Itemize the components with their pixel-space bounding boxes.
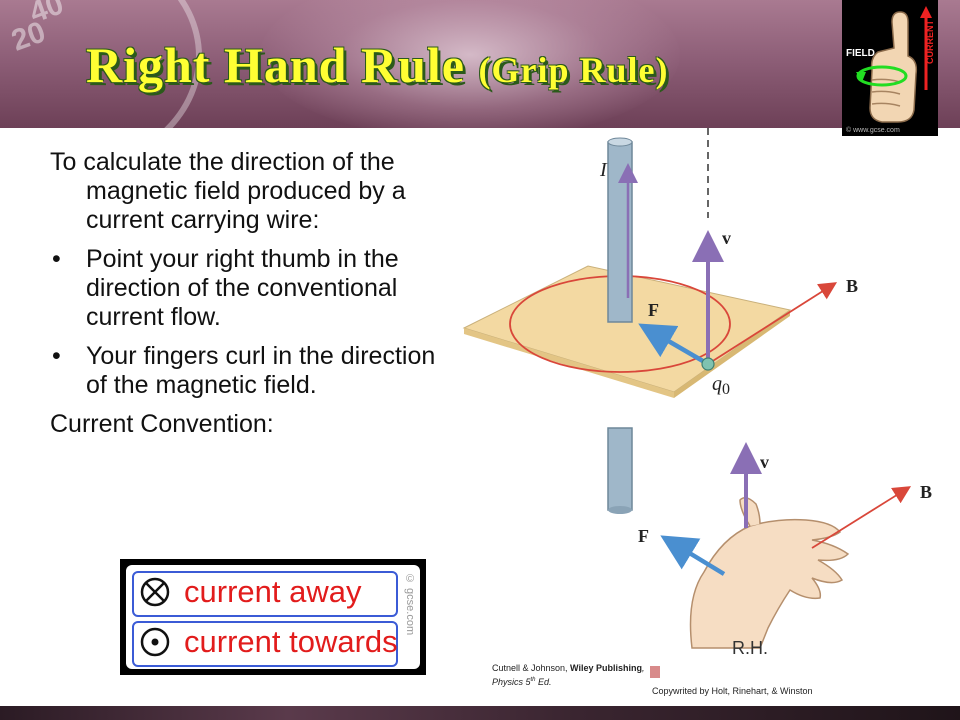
bullet-item: • Your fingers curl in the direction of t… xyxy=(50,342,460,400)
bullet-item: • Point your right thumb in the direction… xyxy=(50,245,460,332)
diagram-svg: I v B F q0 v B F R.H. xyxy=(462,128,932,678)
field-arrow xyxy=(707,282,838,365)
right-hand-shape xyxy=(689,518,850,649)
legend-row-towards: current towards xyxy=(140,622,398,662)
current-label: I xyxy=(599,159,608,181)
thumb-copyright: © www.gcse.com xyxy=(846,126,900,134)
velocity-label: v xyxy=(722,228,731,248)
wire-top-end xyxy=(607,137,633,147)
force-label: F xyxy=(648,300,659,320)
credit-left: Cutnell & Johnson, Wiley Publishing, Phy… xyxy=(492,663,645,687)
hand-caption: R.H. xyxy=(732,638,768,658)
dot-circle-icon xyxy=(140,627,170,657)
force-arrow xyxy=(638,323,710,366)
convention-heading: Current Convention: xyxy=(50,410,274,438)
bullet-text: Your fingers curl in the direction of th… xyxy=(86,342,436,399)
current-convention-legend: current away current towards © gcse.com xyxy=(120,559,426,675)
legend-towards-label: current towards xyxy=(184,624,398,659)
publisher-logo-icon xyxy=(650,666,660,678)
plane-edge-left xyxy=(464,328,674,398)
slide-title: Right Hand Rule (Grip Rule) xyxy=(86,36,668,94)
wire-lower xyxy=(607,427,633,511)
plane-edge-right xyxy=(674,310,790,398)
cross-circle-icon xyxy=(140,577,170,607)
wire-lower-end xyxy=(608,506,632,514)
thumb-current-label: CURRENT xyxy=(925,19,935,64)
bullet-dot: • xyxy=(52,342,61,370)
header-glow xyxy=(260,0,680,128)
charge-particle xyxy=(701,357,715,371)
header-banner: 20 40 Right Hand Rule (Grip Rule) xyxy=(0,0,960,128)
body-text: To calculate the direction of the magnet… xyxy=(50,148,460,449)
hand-field-label: B xyxy=(920,482,932,502)
header-dial xyxy=(0,0,202,128)
footer-strip xyxy=(0,706,960,720)
hand-force-arrow xyxy=(660,535,726,576)
title-main: Right Hand Rule xyxy=(86,37,465,93)
legend-row-away: current away xyxy=(140,572,361,612)
hand-velocity-label: v xyxy=(760,452,769,472)
credit-right: Copywrited by Holt, Rinehart, & Winston xyxy=(652,686,813,696)
legend-away-label: current away xyxy=(184,574,362,609)
charge-label: q0 xyxy=(712,373,730,398)
title-sub: (Grip Rule) xyxy=(478,50,669,90)
thumb-rule-image: CURRENT FIELD © www.gcse.com xyxy=(842,0,938,136)
right-hand-diagram: I v B F q0 v B F R.H. xyxy=(460,128,960,708)
thumb-icon: CURRENT FIELD © www.gcse.com xyxy=(842,0,938,136)
hand-field-arrow xyxy=(811,486,912,549)
legend-panel: current away current towards © gcse.com xyxy=(126,565,420,669)
field-label: B xyxy=(846,276,858,296)
legend-frame-away xyxy=(132,571,398,617)
hand-thumb xyxy=(739,497,761,527)
bullet-dot: • xyxy=(52,245,61,273)
legend-frame-towards xyxy=(132,621,398,667)
intro-paragraph: To calculate the direction of the magnet… xyxy=(50,148,406,234)
bullet-text: Point your right thumb in the direction … xyxy=(86,245,399,331)
hand-force-label: F xyxy=(638,526,649,546)
thumb-field-label: FIELD xyxy=(846,48,875,59)
legend-watermark: © gcse.com xyxy=(404,573,416,636)
